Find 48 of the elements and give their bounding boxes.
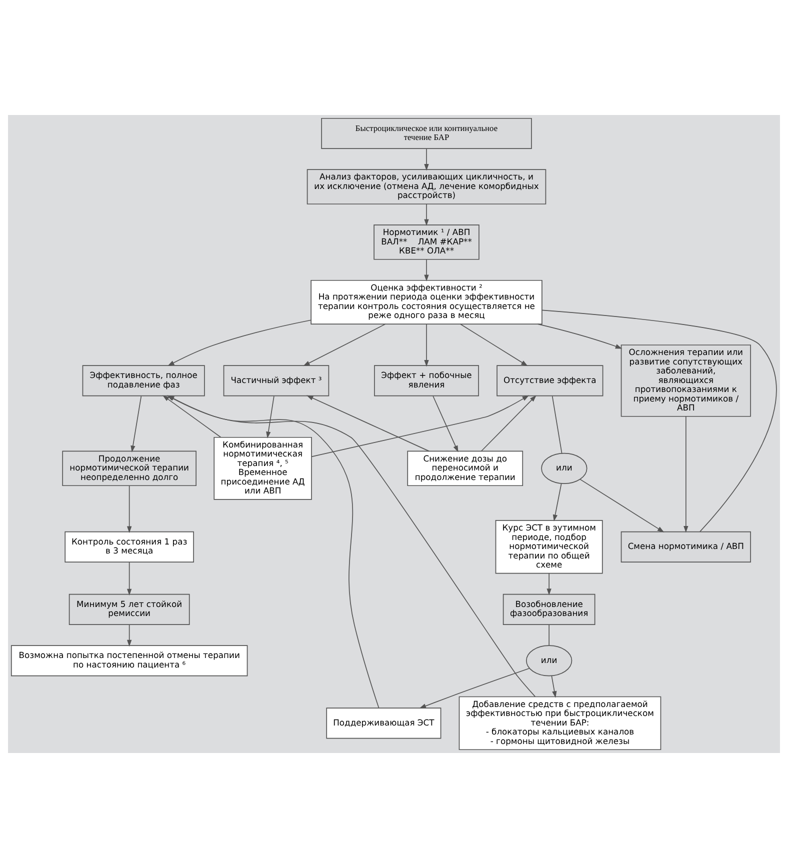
node-box: Снижение дозы до переносимой и продолжение терапии <box>407 450 524 486</box>
arrow <box>480 394 536 452</box>
arrow <box>424 203 429 226</box>
arrow <box>551 675 557 698</box>
node-box: Эффект + побочные явления <box>374 364 479 396</box>
node-box: Поддерживающая ЭСТ <box>326 707 442 738</box>
arrow <box>126 485 132 533</box>
arrow <box>684 416 688 532</box>
connector <box>548 624 550 646</box>
node-box: Комбинированная нормотимическая терапия ⁴, ⁵ Временное присоединение АД или АВП <box>214 436 312 500</box>
arrow <box>424 148 429 170</box>
node-box: Минимум 5 лет стойкой ремиссии <box>68 593 190 624</box>
node-box: Осложнения терапии или развитие сопутствующих заболеваний, являющихся противопоказаниями к приему нормотимиков / АВП <box>620 344 751 416</box>
arrow <box>168 319 312 366</box>
node-box: Быстроциклическое или континуальное течение БАР <box>321 117 532 148</box>
node-box: Добавление средств с предполагаемой эффективностью при быстроциклическом течении БАР: - блокаторы кальциевых каналов - гормоны щитовидной железы <box>458 696 662 750</box>
arrow <box>424 323 429 366</box>
arrow <box>419 667 530 708</box>
arrow <box>424 258 429 281</box>
arrow <box>130 395 142 452</box>
arrow <box>552 482 562 521</box>
connector <box>542 309 777 532</box>
arrow <box>303 323 386 366</box>
node-box: Эффективность, полное подавление фаз <box>82 364 205 396</box>
arrow <box>126 624 132 646</box>
node-ellipse: или <box>526 644 572 676</box>
node-box: Оценка эффективности ² На протяжении периода оценки эффективности терапии контроль состояния осуществляется не реже одного раза в месяц <box>310 279 542 324</box>
arrow <box>546 572 552 595</box>
node-box: Продолжение нормотимической терапии неопределенно долго <box>62 450 196 486</box>
arrow <box>266 395 274 438</box>
node-box: Контроль состояния 1 раз в 3 месяца <box>64 530 194 562</box>
node-box: Отсутствие эффекта <box>496 364 604 396</box>
node-box: Курс ЭСТ в эутимном периоде, подбор нормотимической терапии по общей схеме <box>495 520 603 574</box>
connector <box>552 395 562 454</box>
arrow <box>126 561 132 596</box>
arrow <box>311 394 530 457</box>
arrow <box>537 323 622 348</box>
node-box: Нормотимик ¹ / АВП ВАЛ** ЛАМ #КАР** КВЕ** ОЛА** <box>374 224 480 260</box>
node-box: Анализ факторов, усиливающих цикличность, и их исключение (отмена АД, лечение коморбидных расстройств) <box>306 168 546 204</box>
arrow <box>432 395 458 452</box>
arrow <box>306 394 430 452</box>
node-box: Смена нормотимика / АВП <box>620 530 751 562</box>
node-box: Возобновление фазообразования <box>502 593 596 624</box>
arrow <box>460 323 528 366</box>
node-box: Возможна попытка постепенной отмены терапии по настоянию пациента ⁶ <box>10 644 248 676</box>
node-box: Частичный эффект ³ <box>223 364 330 396</box>
arrow <box>580 478 664 532</box>
node-ellipse: или <box>541 452 588 484</box>
